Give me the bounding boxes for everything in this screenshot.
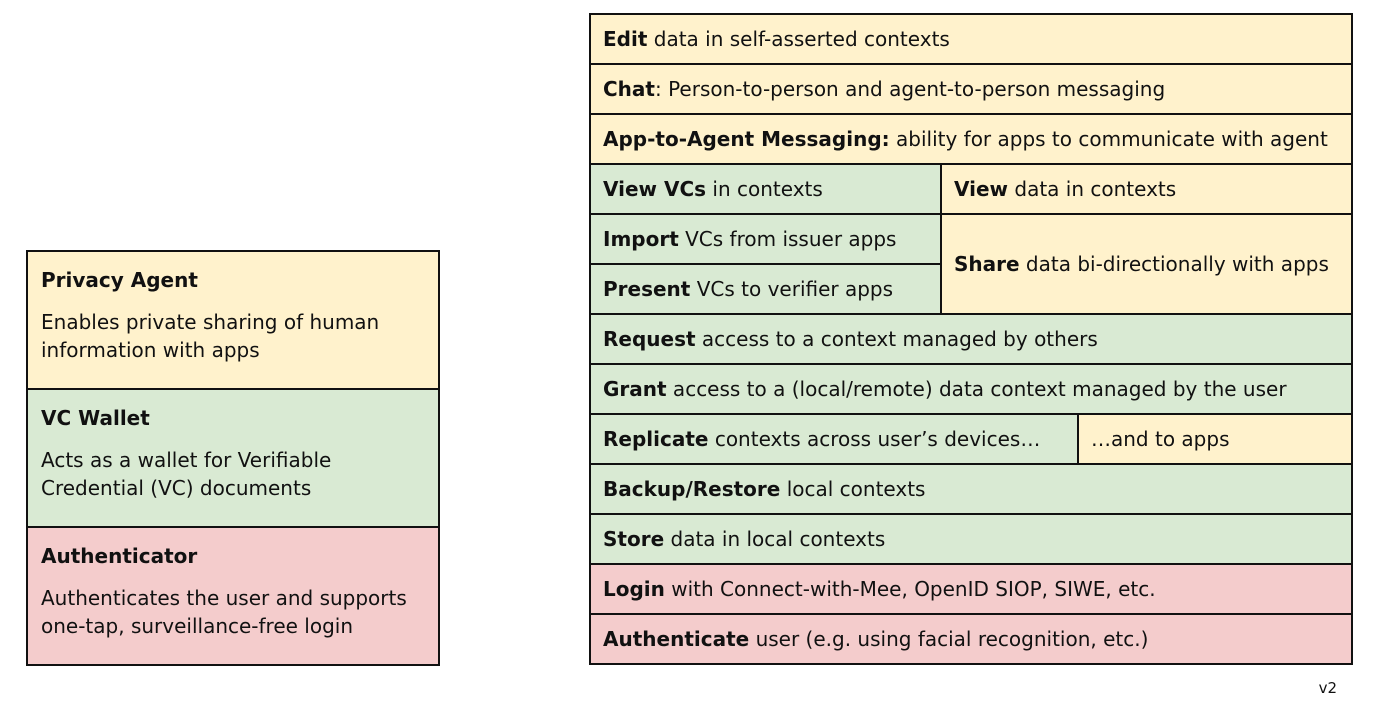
cell-text: user (e.g. using facial recognition, etc… (749, 627, 1149, 651)
cell-text: contexts across user’s devices… (708, 427, 1041, 451)
cell-request: Request access to a context managed by o… (591, 315, 1351, 363)
row-share: Share data bi-directionally with apps (940, 215, 1351, 315)
capability-stack: Edit data in self-asserted contexts Chat… (589, 13, 1353, 665)
cell-replicate: Replicate contexts across user’s devices… (591, 415, 1077, 463)
cell-bold: View (954, 177, 1009, 201)
cell-bold: Grant (603, 377, 667, 401)
cell-text: in contexts (706, 177, 823, 201)
legend-title: Authenticator (41, 544, 198, 568)
cell-bold: Edit (603, 27, 648, 51)
legend-vc-wallet: VC Wallet Acts as a wallet for Verifiabl… (28, 390, 438, 528)
cell-view-vcs: View VCs in contexts (591, 165, 940, 213)
cell-text: data bi-directionally with apps (1019, 252, 1329, 276)
row-authenticate: Authenticate user (e.g. using facial rec… (591, 615, 1351, 663)
cell-text: ability for apps to communicate with age… (889, 127, 1328, 151)
cell-bold: Authenticate (603, 627, 750, 651)
cell-text: …and to apps (1091, 427, 1230, 451)
cell-view-data: View data in contexts (940, 165, 1351, 213)
cell-share-data: Share data bi-directionally with apps (942, 215, 1351, 313)
cell-and-to-apps: …and to apps (1077, 415, 1351, 463)
legend: Privacy Agent Enables private sharing of… (26, 250, 440, 666)
row-grant: Grant access to a (local/remote) data co… (591, 365, 1351, 415)
legend-privacy-agent: Privacy Agent Enables private sharing of… (28, 252, 438, 390)
cell-bold: Login (603, 577, 665, 601)
cell-bold: Import (603, 227, 679, 251)
row-app-agent-messaging: App-to-Agent Messaging: ability for apps… (591, 115, 1351, 165)
cell-app-agent-messaging: App-to-Agent Messaging: ability for apps… (591, 115, 1351, 163)
cell-chat: Chat: Person-to-person and agent-to-pers… (591, 65, 1351, 113)
cell-bold: App-to-Agent Messaging: (603, 127, 890, 151)
cell-present-vcs: Present VCs to verifier apps (591, 265, 942, 313)
cell-bold: Request (603, 327, 696, 351)
row-store: Store data in local contexts (591, 515, 1351, 565)
cell-text: VCs to verifier apps (690, 277, 894, 301)
cell-text: access to a (local/remote) data context … (666, 377, 1287, 401)
cell-login: Login with Connect-with-Mee, OpenID SIOP… (591, 565, 1351, 613)
row-import: Import VCs from issuer apps (591, 215, 942, 265)
legend-desc: Authenticates the user and supports one-… (41, 586, 407, 638)
cell-text: VCs from issuer apps (678, 227, 897, 251)
cell-text: data in contexts (1008, 177, 1177, 201)
row-backup-restore: Backup/Restore local contexts (591, 465, 1351, 515)
legend-desc: Enables private sharing of human informa… (41, 310, 380, 362)
cell-grant: Grant access to a (local/remote) data co… (591, 365, 1351, 413)
legend-title: VC Wallet (41, 406, 150, 430)
row-chat: Chat: Person-to-person and agent-to-pers… (591, 65, 1351, 115)
version-label: v2 (1318, 679, 1337, 697)
cell-bold: Store (603, 527, 665, 551)
cell-backup-restore: Backup/Restore local contexts (591, 465, 1351, 513)
row-replicate: Replicate contexts across user’s devices… (591, 415, 1351, 465)
cell-import-vcs: Import VCs from issuer apps (591, 215, 942, 263)
legend-authenticator: Authenticator Authenticates the user and… (28, 528, 438, 664)
row-present: Present VCs to verifier apps (591, 265, 942, 315)
cell-bold: Share (954, 252, 1020, 276)
cell-text: : Person-to-person and agent-to-person m… (654, 77, 1166, 101)
cell-store: Store data in local contexts (591, 515, 1351, 563)
cell-text: local contexts (780, 477, 926, 501)
legend-desc: Acts as a wallet for Verifiable Credenti… (41, 448, 332, 500)
row-view: View VCs in contexts View data in contex… (591, 165, 1351, 215)
cell-bold: View VCs (603, 177, 707, 201)
row-request: Request access to a context managed by o… (591, 315, 1351, 365)
cell-text: data in self-asserted contexts (647, 27, 950, 51)
legend-title: Privacy Agent (41, 268, 198, 292)
cell-authenticate: Authenticate user (e.g. using facial rec… (591, 615, 1351, 663)
cell-text: access to a context managed by others (695, 327, 1098, 351)
row-edit: Edit data in self-asserted contexts (591, 15, 1351, 65)
cell-text: with Connect-with-Mee, OpenID SIOP, SIWE… (664, 577, 1156, 601)
cell-text: data in local contexts (664, 527, 886, 551)
cell-bold: Backup/Restore (603, 477, 781, 501)
row-login: Login with Connect-with-Mee, OpenID SIOP… (591, 565, 1351, 615)
cell-bold: Chat (603, 77, 655, 101)
cell-bold: Present (603, 277, 691, 301)
cell-bold: Replicate (603, 427, 709, 451)
cell-edit: Edit data in self-asserted contexts (591, 15, 1351, 63)
